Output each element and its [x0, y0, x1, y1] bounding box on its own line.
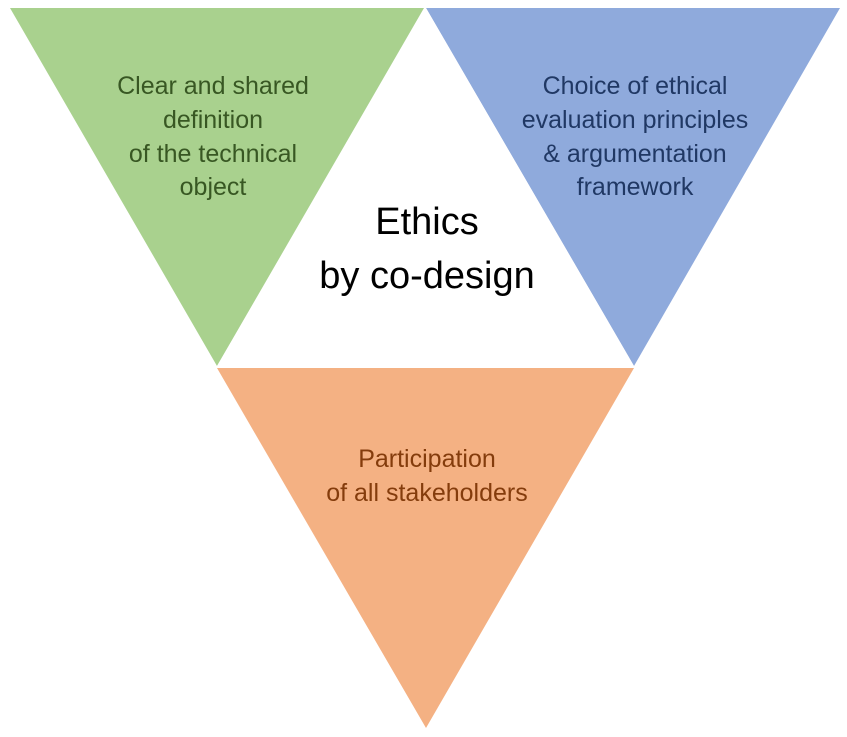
left-segment-triangle: [10, 8, 424, 366]
bottom-segment-triangle: [217, 368, 634, 728]
bottom-segment-label: Participation of all stakeholders: [326, 445, 528, 507]
center-segment-triangle: [217, 8, 634, 366]
right-segment-label: Choice of ethical evaluation principles …: [521, 72, 749, 202]
left-segment-label: Clear and shared definition of the techn…: [117, 72, 309, 202]
center-title-label: Ethics by co-design: [319, 201, 535, 297]
right-segment-triangle: [426, 8, 840, 366]
